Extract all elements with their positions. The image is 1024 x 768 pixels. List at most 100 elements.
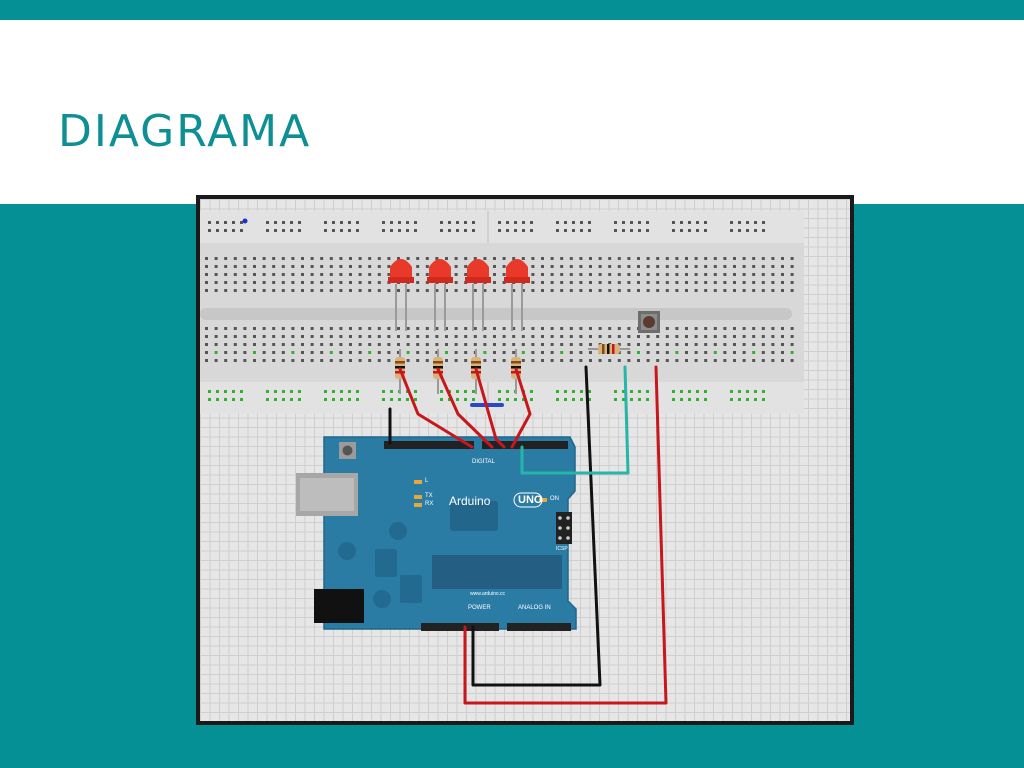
breadboard-hole [324, 229, 327, 232]
breadboard-hole [617, 359, 621, 362]
breadboard-hole [473, 257, 477, 260]
breadboard-hole [440, 390, 443, 393]
breadboard-hole [233, 289, 237, 292]
breadboard-hole [435, 257, 439, 260]
breadboard-hole [377, 273, 381, 276]
breadboard-hole [738, 229, 741, 232]
breadboard-hole [390, 229, 393, 232]
breadboard-hole [456, 229, 459, 232]
breadboard-hole [416, 327, 420, 330]
breadboard-hole [454, 327, 458, 330]
board-name: Arduino [449, 494, 491, 508]
breadboard-hole [560, 359, 564, 362]
breadboard-hole [685, 335, 688, 338]
breadboard-hole [675, 351, 679, 354]
breadboard-hole [723, 343, 727, 346]
breadboard-hole [454, 281, 458, 284]
breadboard-hole [382, 221, 385, 224]
breadboard-hole [329, 273, 333, 276]
breadboard-hole [493, 289, 496, 292]
breadboard-hole [512, 335, 516, 338]
breadboard-hole [425, 343, 429, 346]
breadboard-hole [272, 359, 276, 362]
digital-header [482, 441, 568, 449]
breadboard-hole [502, 327, 506, 330]
breadboard-hole [205, 289, 208, 292]
breadboard-hole [672, 398, 675, 401]
breadboard-hole [502, 257, 506, 260]
breadboard-hole [530, 398, 533, 401]
breadboard-hole [685, 359, 688, 362]
breadboard-hole [416, 289, 420, 292]
breadboard-hole [414, 229, 417, 232]
breadboard-hole [564, 390, 567, 393]
breadboard-hole [512, 327, 516, 330]
breadboard-hole [377, 351, 381, 354]
breadboard-hole [240, 390, 243, 393]
breadboard-hole [506, 398, 509, 401]
breadboard-hole [290, 229, 293, 232]
breadboard-hole [320, 327, 324, 330]
breadboard-hole [216, 229, 219, 232]
breadboard-hole [498, 398, 501, 401]
breadboard-hole [627, 343, 631, 346]
breadboard-hole [425, 289, 429, 292]
breadboard-hole [233, 359, 237, 362]
breadboard-hole [730, 229, 733, 232]
breadboard-hole [445, 359, 448, 362]
breadboard-hole [368, 289, 372, 292]
breadboard-hole [781, 257, 784, 260]
breadboard-hole [694, 289, 698, 292]
breadboard-hole [398, 221, 401, 224]
breadboard-hole [368, 327, 372, 330]
breadboard-hole [781, 281, 784, 284]
breadboard-hole [358, 335, 362, 338]
breadboard-hole [272, 351, 276, 354]
breadboard-hole [440, 229, 443, 232]
breadboard-hole [454, 265, 458, 268]
breadboard-hole [730, 221, 733, 224]
breadboard-hole [665, 289, 669, 292]
breadboard-hole [675, 289, 679, 292]
breadboard-hole [781, 273, 784, 276]
power-label: POWER [468, 605, 491, 611]
breadboard-hole [224, 359, 228, 362]
breadboard-hole [483, 257, 487, 260]
breadboard-hole [298, 390, 301, 393]
breadboard-hole [266, 229, 269, 232]
breadboard-hole [262, 327, 266, 330]
breadboard-hole [730, 390, 733, 393]
breadboard-hole [416, 359, 420, 362]
breadboard-hole [723, 289, 727, 292]
led [465, 259, 491, 331]
breadboard-hole [704, 335, 708, 338]
breadboard-hole [746, 390, 749, 393]
breadboard-hole [208, 390, 211, 393]
breadboard-hole [713, 351, 717, 354]
breadboard-hole [205, 273, 208, 276]
breadboard-hole [580, 398, 583, 401]
breadboard-hole [531, 257, 535, 260]
breadboard-hole [646, 390, 649, 393]
breadboard-hole [646, 229, 649, 232]
breadboard-hole [704, 281, 708, 284]
breadboard-hole [627, 273, 631, 276]
led-group [388, 259, 530, 331]
breadboard-hole [368, 343, 372, 346]
breadboard-hole [733, 257, 736, 260]
breadboard-hole [377, 281, 381, 284]
breadboard-hole [243, 335, 247, 338]
breadboard-hole [368, 273, 372, 276]
tx-label: TX [425, 493, 433, 499]
breadboard-hole [665, 359, 669, 362]
breadboard-hole [589, 327, 592, 330]
breadboard-hole [348, 229, 351, 232]
analog-label: ANALOG IN [518, 605, 551, 611]
breadboard-hole [754, 229, 757, 232]
breadboard-hole [771, 351, 775, 354]
breadboard-hole [530, 221, 533, 224]
breadboard-hole [387, 289, 391, 292]
breadboard-hole [339, 343, 343, 346]
breadboard-hole [456, 221, 459, 224]
breadboard-hole [414, 390, 417, 393]
